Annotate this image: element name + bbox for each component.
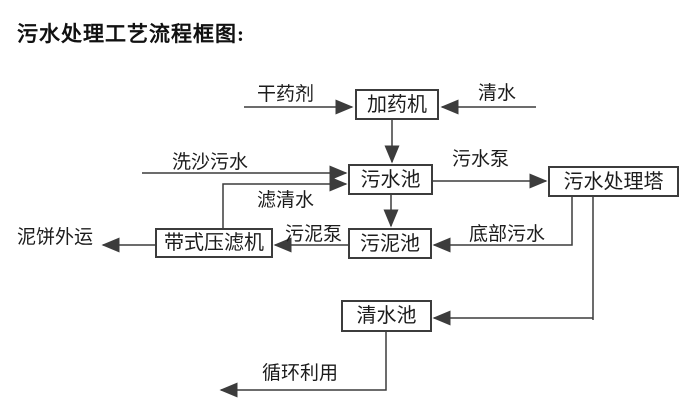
edge-label-sewage-pump: 污水泵 xyxy=(452,149,510,170)
node-sludge-pool: 污泥池 xyxy=(348,228,432,259)
node-clean-water-pool-label: 清水池 xyxy=(356,305,417,327)
node-belt-filter-press-label: 带式压滤机 xyxy=(164,232,264,254)
edge-label-sludge-pump: 污泥泵 xyxy=(285,224,343,245)
node-clean-water-pool: 清水池 xyxy=(341,300,432,332)
edge-label-clean-water: 清水 xyxy=(478,83,517,104)
edge-label-dry-agent: 干药剂 xyxy=(257,84,315,105)
edge-label-sand-washing-sewage: 洗沙污水 xyxy=(172,152,249,173)
node-belt-filter-press: 带式压滤机 xyxy=(155,228,273,258)
edge-label-recycle-use: 循环利用 xyxy=(262,363,339,384)
node-dosing-machine-label: 加药机 xyxy=(367,93,427,116)
edge-belt-press-to-sewage-pool xyxy=(222,176,348,228)
edge-tower-to-clean-pool xyxy=(434,197,594,320)
node-sludge-pool-label: 污泥池 xyxy=(360,232,420,255)
edge-label-mud-cake-out: 泥饼外运 xyxy=(17,227,94,248)
edge-label-filtered-water: 滤清水 xyxy=(257,190,315,211)
page-title: 污水处理工艺流程框图: xyxy=(17,22,245,46)
edge-tower-to-sludge-pool xyxy=(432,197,573,253)
node-treatment-tower-label: 污水处理塔 xyxy=(563,170,664,193)
edge-label-bottom-sewage: 底部污水 xyxy=(469,224,546,245)
edge-clean-pool-to-recycle-out xyxy=(219,332,387,398)
node-sewage-pool: 污水池 xyxy=(348,164,433,195)
node-dosing-machine: 加药机 xyxy=(355,89,439,120)
node-treatment-tower: 污水处理塔 xyxy=(548,166,679,197)
node-sewage-pool-label: 污水池 xyxy=(360,168,421,191)
